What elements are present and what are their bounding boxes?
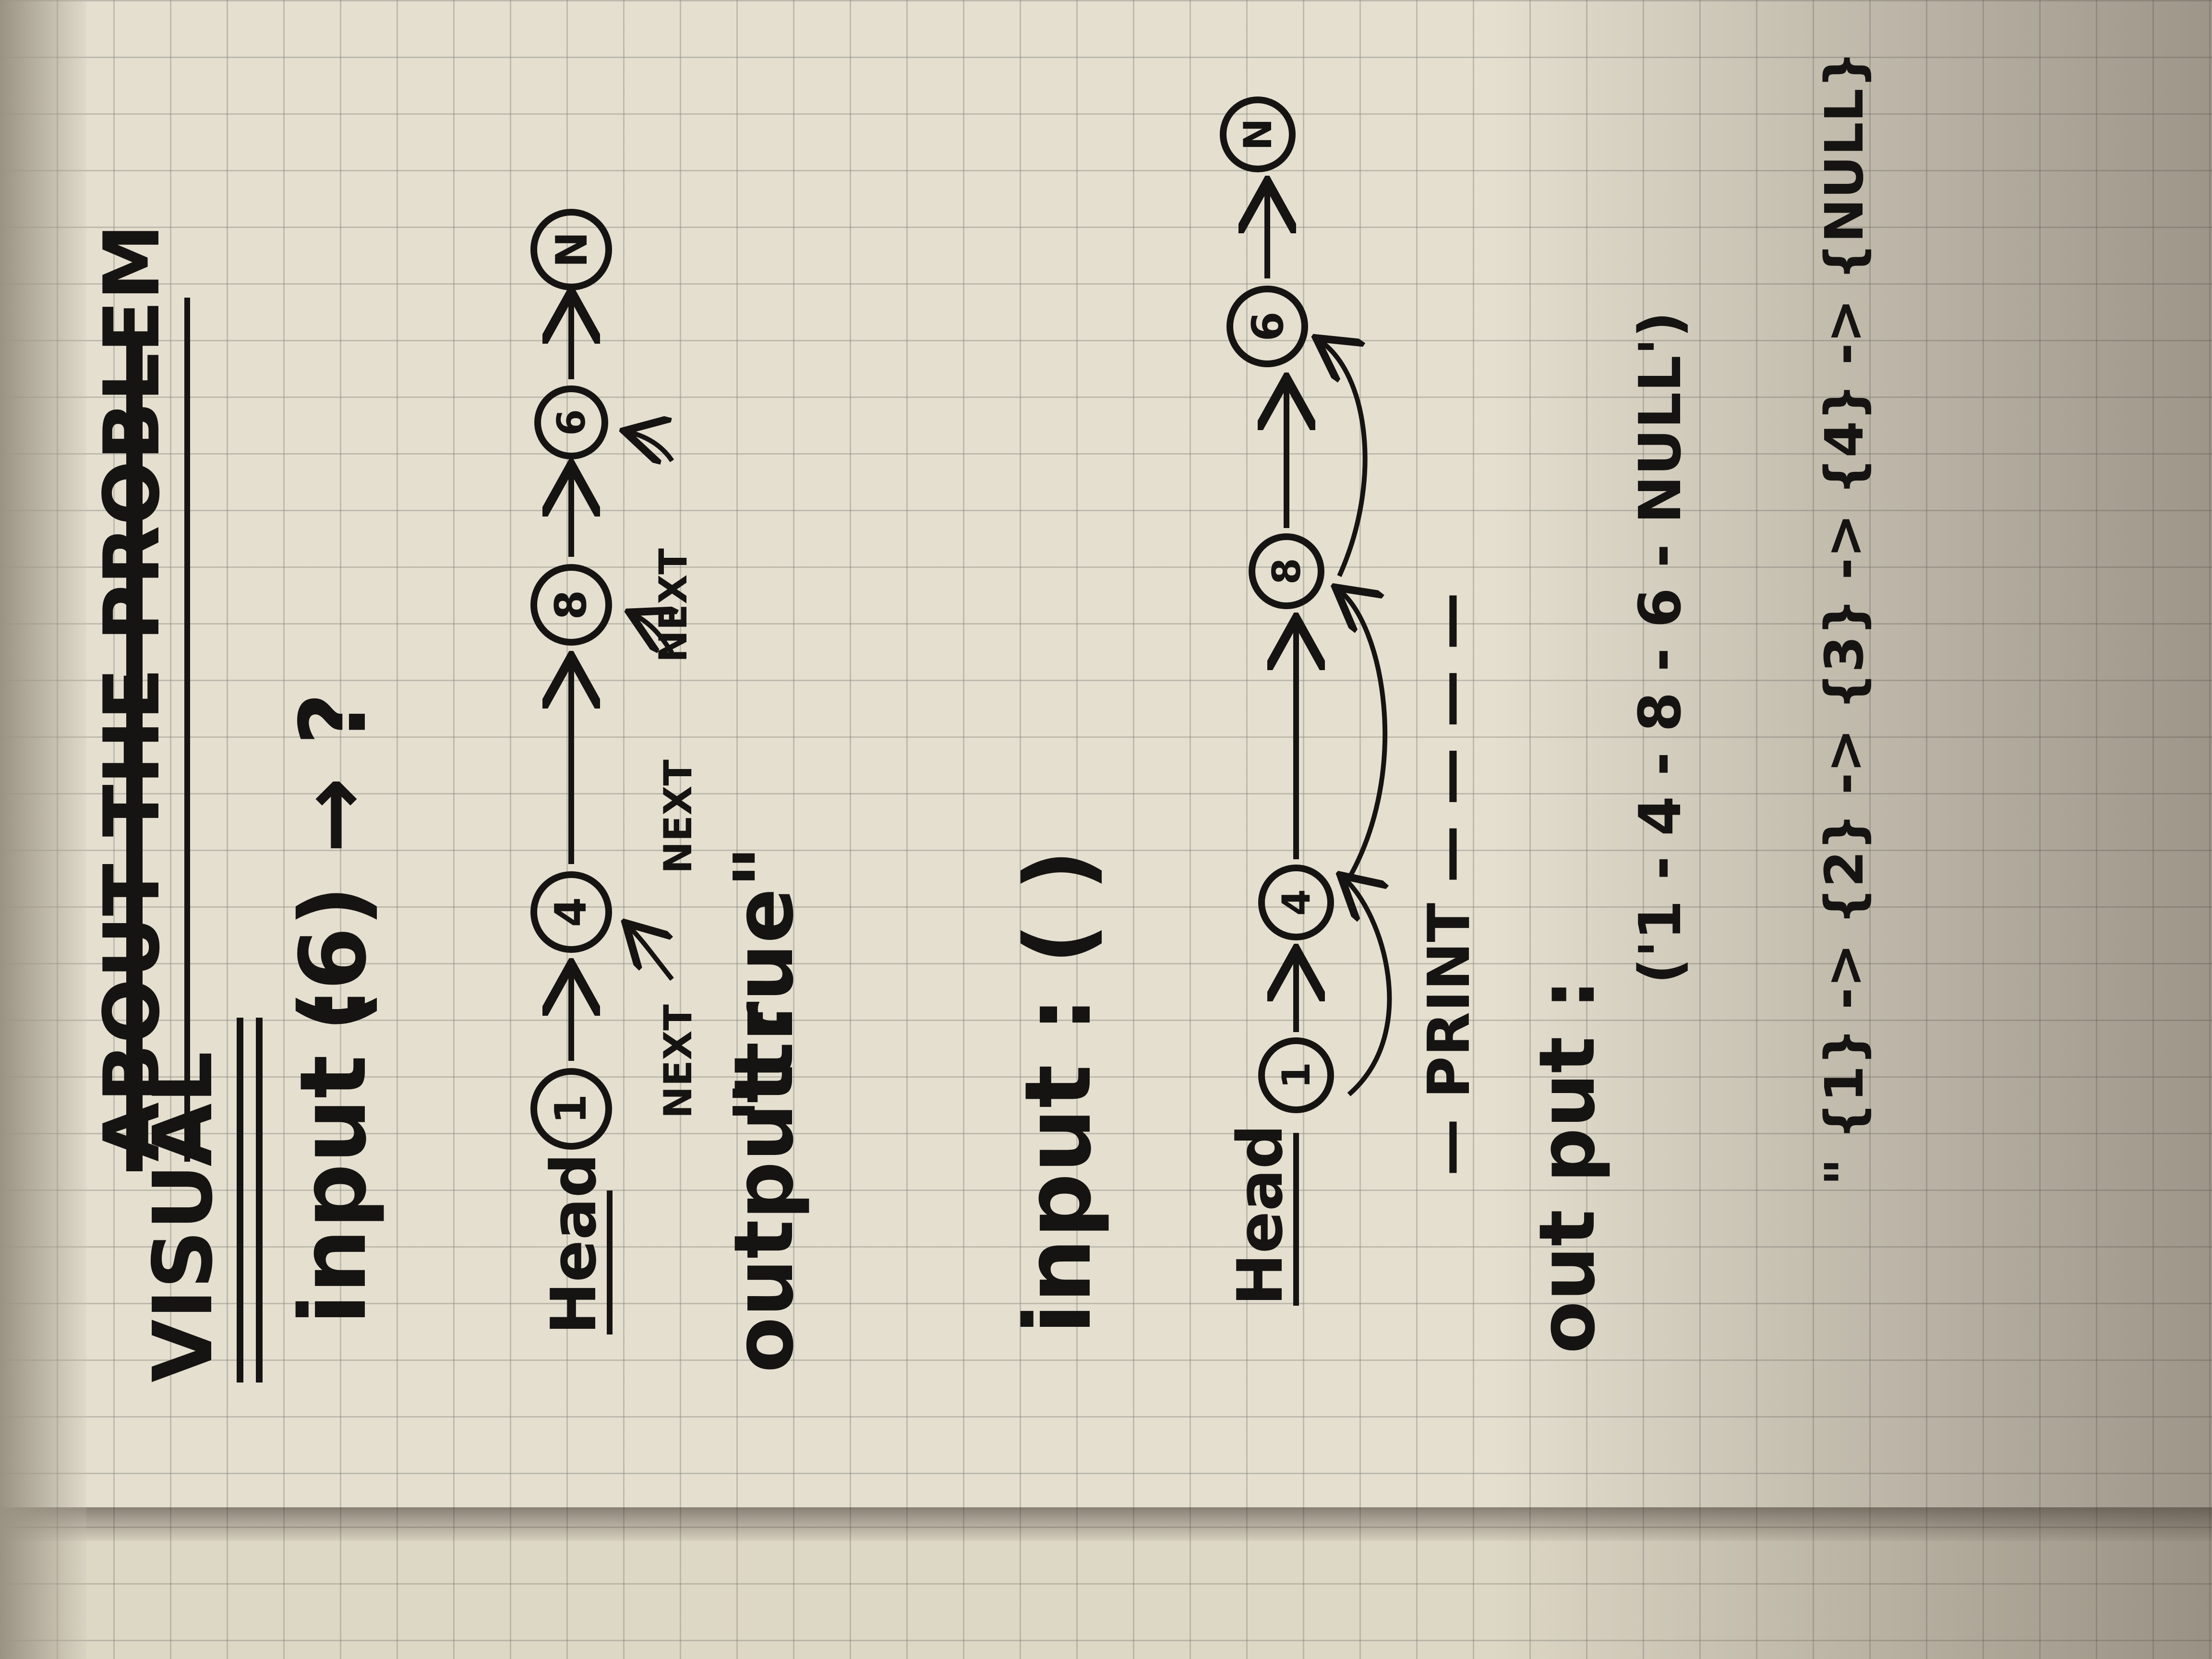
next-arrow-2	[634, 614, 672, 654]
svg-text:1: 1	[1274, 1062, 1319, 1089]
node-6: 6	[534, 385, 608, 459]
output-label-1: output :	[717, 1003, 812, 1373]
node-null: N	[530, 209, 612, 290]
node-6-b: 6	[1226, 286, 1308, 367]
notebook-spine	[0, 1507, 2212, 1541]
head-label-1: Head	[537, 1153, 610, 1334]
output-value-1: "true"	[717, 845, 812, 1123]
output-label-2: out put :	[1522, 979, 1612, 1354]
next-label-2: NEXT	[656, 759, 700, 874]
page-edge	[0, 0, 86, 1659]
svg-text:8: 8	[1264, 558, 1309, 585]
input-label-2: input : ( )	[1005, 849, 1111, 1334]
node-8: 8	[530, 564, 612, 646]
node-8-b: 8	[1249, 533, 1324, 609]
notebook-page	[0, 0, 2212, 1527]
node-1: 1	[530, 1068, 612, 1150]
node-1-b: 1	[1258, 1037, 1334, 1113]
traverse-arrow-1	[1344, 878, 1392, 1096]
svg-text:6: 6	[1243, 312, 1293, 342]
section-1: input : (6) → ? Head 1 4 8 6 N NEXT NEXT	[280, 209, 812, 1373]
next-arrow-3	[629, 432, 674, 461]
shadow-overlay	[1492, 0, 2212, 1659]
svg-text:4: 4	[1274, 889, 1319, 916]
svg-text:4: 4	[546, 897, 596, 927]
output-value-2: ('1 - 4 - 8 - 6 - NULL')	[1627, 312, 1694, 984]
traverse-arrow-3	[1320, 341, 1368, 577]
section-2: input : ( ) Head 1 4 8 6 N — PRIN	[1005, 51, 1875, 1354]
traverse-arrow-2	[1339, 590, 1388, 880]
svg-text:N: N	[1236, 119, 1280, 151]
visual-heading: VISUAL	[136, 1018, 263, 1382]
svg-text:6: 6	[549, 409, 594, 436]
svg-text:8: 8	[546, 590, 596, 620]
node-null-b: N	[1220, 96, 1296, 172]
facing-page	[0, 1527, 2212, 1659]
heading-text: VISUAL	[136, 1051, 231, 1382]
svg-text:1: 1	[546, 1094, 596, 1124]
node-4: 4	[530, 871, 612, 953]
next-label-1: NEXT	[656, 1004, 700, 1118]
output-braces: " {1} -> {2} -> {3} -> {4} -> {NULL}	[1814, 51, 1875, 1186]
next-arrow-1	[629, 926, 674, 981]
struck-heading: ABOUT THE PROBLEM	[87, 224, 190, 1171]
head-label-2: Head	[1224, 1124, 1297, 1306]
svg-text:N: N	[547, 231, 597, 267]
input-value-1: (6) → ?	[280, 692, 386, 1032]
input-label-1: input :	[280, 986, 386, 1325]
next-label-3: NEXT	[651, 548, 696, 662]
print-label: — PRINT — — — —	[1416, 592, 1483, 1176]
node-4-b: 4	[1258, 865, 1334, 940]
